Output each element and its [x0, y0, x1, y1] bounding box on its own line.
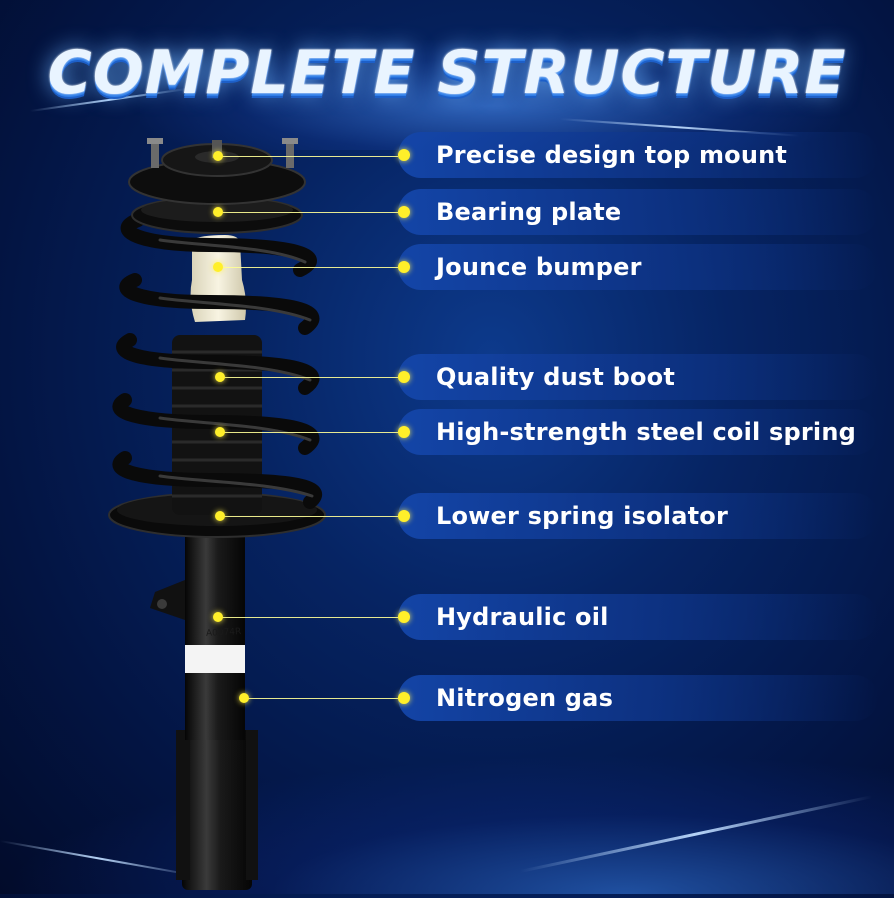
strut-dot: [215, 427, 225, 437]
leader-line: [218, 212, 398, 213]
mount-stud-left: [151, 140, 159, 168]
callout-label: Quality dust boot: [436, 363, 676, 391]
strut-dot: [213, 612, 223, 622]
leader-line: [220, 432, 398, 433]
callout-item: Nitrogen gas: [398, 675, 878, 721]
bracket-flange-right: [246, 730, 258, 880]
callout-label: High-strength steel coil spring: [436, 418, 857, 446]
leader-line: [244, 698, 398, 699]
callout-dot: [398, 149, 410, 161]
callout-item: Precise design top mount: [398, 132, 878, 178]
callout-label: Nitrogen gas: [436, 684, 614, 712]
strut-dot: [215, 372, 225, 382]
leader-line: [220, 377, 398, 378]
strut-dot: [239, 693, 249, 703]
callout-dot: [398, 692, 410, 704]
strut-assembly-drawing: [108, 138, 326, 890]
strut-dot: [213, 262, 223, 272]
callout-dot: [398, 611, 410, 623]
strut-dot: [215, 511, 225, 521]
callout-item: Quality dust boot: [398, 354, 878, 400]
callout-item: Lower spring isolator: [398, 493, 878, 539]
page-title: COMPLETE STRUCTURE: [47, 38, 847, 108]
callout-item: Bearing plate: [398, 189, 878, 235]
callout-dot: [398, 206, 410, 218]
callout-label: Bearing plate: [436, 198, 622, 226]
callout-item: High-strength steel coil spring: [398, 409, 878, 455]
strut-dot: [213, 151, 223, 161]
callout-label: Precise design top mount: [436, 141, 788, 169]
lower-bracket: [182, 730, 252, 890]
sway-bar-tab: [150, 580, 185, 620]
callout-item: Hydraulic oil: [398, 594, 878, 640]
strut-body: [185, 530, 245, 740]
callout-dot: [398, 426, 410, 438]
callout-dot: [398, 510, 410, 522]
callout-item: Jounce bumper: [398, 244, 878, 290]
callout-label: Lower spring isolator: [436, 502, 728, 530]
leader-line: [218, 156, 398, 157]
mount-stud-right: [286, 140, 294, 168]
callout-dot: [398, 371, 410, 383]
callout-label: Jounce bumper: [436, 253, 642, 281]
bracket-flange-left: [176, 730, 190, 880]
strut-dot: [213, 207, 223, 217]
leader-line: [218, 617, 398, 618]
strut-label-band: [185, 645, 245, 673]
leader-line: [218, 267, 398, 268]
callout-label: Hydraulic oil: [436, 603, 609, 631]
leader-line: [220, 516, 398, 517]
strut-assembly-image: A0074R: [100, 130, 340, 894]
callout-dot: [398, 261, 410, 273]
